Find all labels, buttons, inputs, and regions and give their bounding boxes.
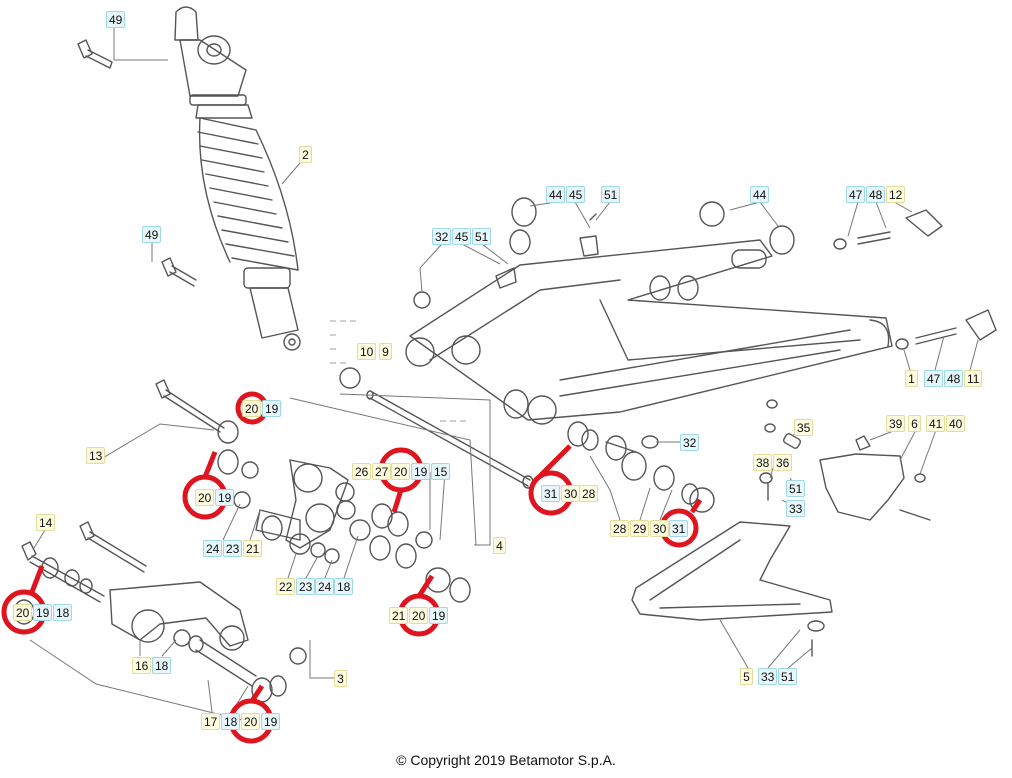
callout-20: 20 [391,463,411,480]
callout-38: 38 [753,454,773,471]
callout-20: 20 [13,604,33,621]
callout-12: 12 [886,186,906,203]
callout-17: 17 [201,713,221,730]
callout-19: 19 [215,489,235,506]
callout-47: 47 [924,370,944,387]
callout-36: 36 [773,454,793,471]
callout-33: 33 [758,668,778,685]
callout-51: 51 [601,186,621,203]
callout-30: 30 [561,485,581,502]
callout-19: 19 [429,607,449,624]
callout-19: 19 [262,400,282,417]
callout-14: 14 [36,514,56,531]
callout-29: 29 [630,520,650,537]
callout-24: 24 [315,578,335,595]
callout-3: 3 [334,670,347,687]
callout-32: 32 [680,434,700,451]
callout-21: 21 [243,540,263,557]
watermark [330,320,466,422]
bolt-top [77,39,113,69]
callout-44: 44 [546,186,566,203]
callout-48: 48 [866,186,886,203]
callout-31: 31 [541,485,561,502]
callout-39: 39 [886,415,906,432]
chain-slider [631,521,833,621]
leader-lines [29,24,979,723]
callout-10: 10 [357,343,377,360]
copyright-notice: © Copyright 2019 Betamotor S.p.A. [396,752,616,768]
callout-47: 47 [846,186,866,203]
callout-40: 40 [946,415,966,432]
callout-16: 16 [132,657,152,674]
callout-28: 28 [610,520,630,537]
callout-23: 23 [296,578,316,595]
callout-33: 33 [786,500,806,517]
callout-32: 32 [432,228,452,245]
callout-51: 51 [778,668,798,685]
callout-41: 41 [926,415,946,432]
callout-44: 44 [750,186,770,203]
callout-35: 35 [794,419,814,436]
callout-18: 18 [334,578,354,595]
callout-26: 26 [352,463,372,480]
callout-18: 18 [221,713,241,730]
callout-20: 20 [242,400,262,417]
shock-absorber [174,6,301,351]
callout-13: 13 [86,447,106,464]
callout-19: 19 [33,604,53,621]
callout-45: 45 [566,186,586,203]
callout-51: 51 [472,228,492,245]
callout-5: 5 [740,668,753,685]
callout-49: 49 [106,11,126,28]
bolt-shock-lower [161,257,197,287]
callout-51: 51 [786,480,806,497]
pivot-bearings [567,421,715,513]
chain-guide [759,399,931,657]
callout-18: 18 [53,604,73,621]
callout-45: 45 [452,228,472,245]
callout-11: 11 [964,370,983,387]
callout-18: 18 [152,657,172,674]
callout-28: 28 [579,485,599,502]
callout-6: 6 [908,415,921,432]
callout-19: 19 [411,463,431,480]
callout-1: 1 [905,370,918,387]
top-small-parts [339,197,997,389]
callout-9: 9 [379,343,392,360]
callout-19: 19 [261,713,281,730]
callout-21: 21 [389,607,409,624]
callout-20: 20 [195,489,215,506]
callout-48: 48 [944,370,964,387]
callout-24: 24 [203,540,223,557]
callout-31: 31 [669,520,689,537]
callout-27: 27 [372,463,392,480]
callout-22: 22 [276,578,296,595]
callout-4: 4 [493,537,506,554]
callout-20: 20 [241,713,261,730]
callout-30: 30 [650,520,670,537]
callout-23: 23 [223,540,243,557]
swingarm [405,239,893,425]
callout-15: 15 [431,463,451,480]
callout-49: 49 [142,226,162,243]
callout-20: 20 [409,607,429,624]
callout-2: 2 [299,146,312,163]
long-bolt [155,379,239,444]
